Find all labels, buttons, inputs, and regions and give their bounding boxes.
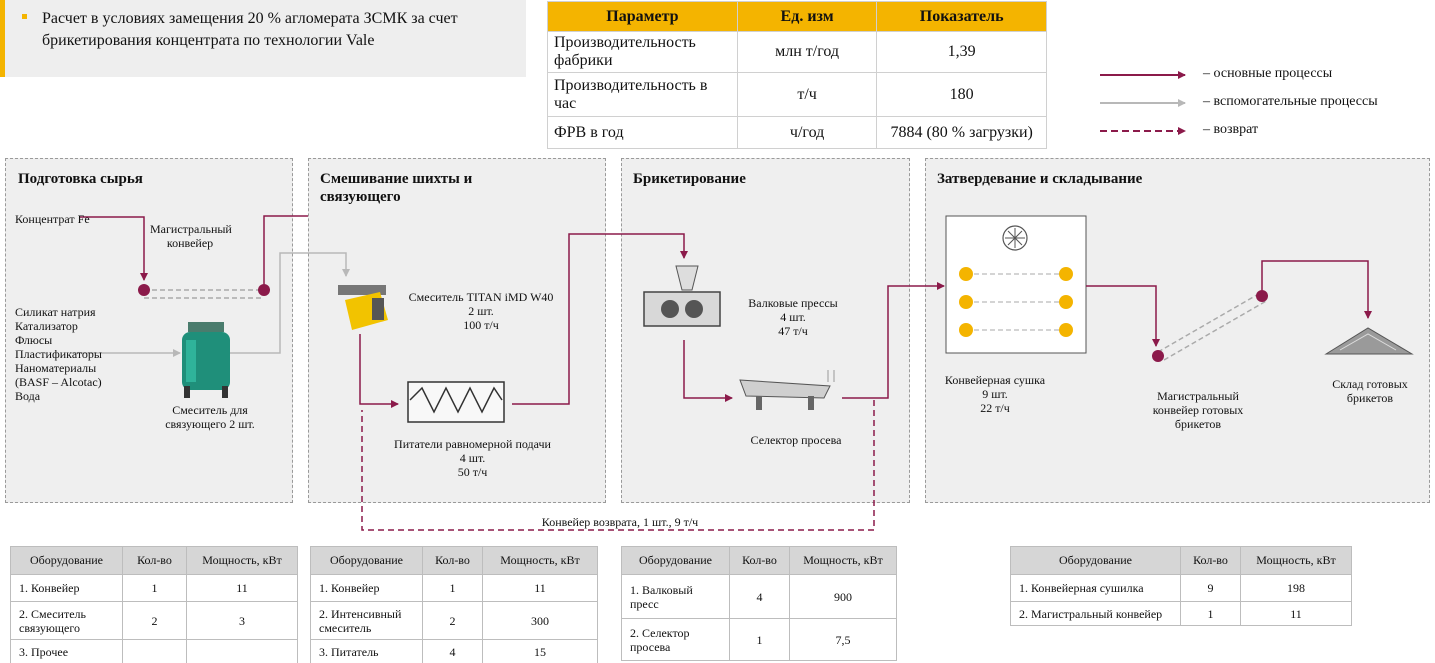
eq-header: Оборудование	[10, 546, 123, 575]
section-briq-title: Брикетирование	[633, 171, 746, 187]
section-mix-title: Смешивание шихты и связующего	[320, 171, 473, 205]
storage-label: Склад готовых брикетов	[1332, 377, 1408, 405]
table-row: 3. Прочее	[10, 639, 298, 663]
section-briq	[621, 158, 910, 503]
equipment-table-briq: Оборудование Кол-во Мощность, кВт 1. Вал…	[621, 546, 897, 661]
unit-header: Ед. изм	[736, 1, 878, 32]
dryer-belts	[959, 267, 1073, 337]
titan-mixer-icon	[338, 285, 388, 330]
eq-header: Оборудование	[310, 546, 423, 575]
table-row: ФРВ в год ч/год 7884 (80 % загрузки)	[547, 116, 1047, 149]
feeder-icon	[407, 381, 505, 423]
additive-item: Флюсы	[15, 333, 53, 347]
concentrate-label: Концентрат Fe	[15, 212, 90, 226]
equipment-table-cure: Оборудование Кол-во Мощность, кВт 1. Кон…	[1010, 546, 1352, 626]
selector-label: Селектор просева	[750, 433, 842, 447]
binder-mixer-icon	[182, 322, 230, 398]
value-cell: 1,39	[876, 31, 1047, 73]
eq-header: Мощность, кВт	[789, 546, 897, 575]
note-box: Расчет в условиях замещения 20 % агломер…	[0, 0, 526, 77]
dryer-to-conveyor-line	[1086, 285, 1160, 347]
conveyor-out-line	[263, 215, 308, 284]
conveyor-to-storage-line	[1261, 260, 1372, 319]
feeder-label: Питатели равномерной подачи 4 шт. 50 т/ч	[394, 437, 551, 479]
section-cure-title: Затвердевание и складывание	[937, 171, 1143, 187]
unit-cell: ч/год	[736, 116, 878, 149]
param-cell: Производительность в час	[547, 72, 738, 117]
unit-cell: т/ч	[736, 72, 878, 117]
conveyor-pulley-icon	[1152, 350, 1164, 362]
mixer-to-feeder-line	[359, 334, 399, 408]
conveyor-pulley-icon	[258, 284, 270, 296]
eq-header: Мощность, кВт	[186, 546, 298, 575]
param-cell: ФРВ в год	[547, 116, 738, 149]
value-cell: 7884 (80 % загрузки)	[876, 116, 1047, 149]
note-text: Расчет в условиях замещения 20 % агломер…	[42, 10, 458, 49]
product-conveyor-belt	[1157, 291, 1263, 353]
unit-cell: млн т/год	[736, 31, 878, 73]
section-prep-title: Подготовка сырья	[18, 171, 143, 187]
additive-item: Пластификаторы	[15, 347, 102, 361]
fan-icon	[1002, 225, 1028, 251]
product-conveyor-belt	[1163, 299, 1269, 361]
param-header: Параметр	[547, 1, 738, 32]
screen-selector-icon	[739, 370, 835, 410]
additives-list: Силикат натрия Катализатор Флюсы Пластиф…	[15, 305, 102, 403]
binder-mixer-label: Смеситель для связующего 2 шт.	[165, 403, 255, 431]
eq-header: Кол-во	[729, 546, 790, 575]
section-mix	[308, 158, 606, 503]
roller-press-icon	[643, 265, 721, 327]
press-to-selector-line	[683, 340, 733, 402]
additive-item: Наноматериалы	[15, 361, 97, 375]
roller-press-label: Валковые прессы 4 шт. 47 т/ч	[748, 296, 838, 338]
param-cell: Производительность фабрики	[547, 31, 738, 73]
legend-aux-label: – вспомогательные процессы	[1203, 94, 1378, 109]
additive-item: Катализатор	[15, 319, 78, 333]
legend-return-label: – возврат	[1203, 122, 1259, 137]
binder-flow-line	[230, 252, 350, 354]
eq-header: Оборудование	[1010, 546, 1181, 575]
eq-header: Кол-во	[122, 546, 187, 575]
concentrate-flow-line	[80, 216, 148, 281]
eq-header: Кол-во	[422, 546, 483, 575]
eq-header: Мощность, кВт	[1240, 546, 1352, 575]
conveyor-pulley-icon	[1256, 290, 1268, 302]
equipment-table-prep: Оборудование Кол-во Мощность, кВт 1. Кон…	[10, 546, 298, 663]
titan-mixer-label: Смеситель TITAN iMD W40 2 шт. 100 т/ч	[408, 290, 554, 332]
dryer-label: Конвейерная сушка 9 шт. 22 т/ч	[944, 373, 1046, 415]
product-conveyor-label: Магистральный конвейер готовых брикетов	[1152, 389, 1244, 431]
selector-to-dryer-line	[842, 282, 945, 399]
main-conveyor-label: Магистральный конвейер	[150, 222, 232, 250]
eq-header: Оборудование	[621, 546, 730, 575]
feeder-to-press-line	[512, 233, 688, 405]
section-prep	[5, 158, 293, 503]
parameter-table: Параметр Ед. изм Показатель Производител…	[547, 1, 1047, 149]
additive-item: Силикат натрия	[15, 305, 96, 319]
equipment-table-mix: Оборудование Кол-во Мощность, кВт 1. Кон…	[310, 546, 598, 663]
return-conveyor-label: Конвейер возврата, 1 шт., 9 т/ч	[541, 515, 699, 529]
table-row: Производительность фабрики млн т/год 1,3…	[547, 31, 1047, 73]
eq-header: Мощность, кВт	[482, 546, 598, 575]
table-row: Производительность в час т/ч 180	[547, 72, 1047, 117]
return-conveyor-line	[361, 400, 875, 531]
briquette-pile-icon	[1324, 327, 1414, 355]
additive-item: (BASF – Alcotac)	[15, 375, 102, 389]
eq-header: Кол-во	[1180, 546, 1241, 575]
bullet-icon	[22, 14, 27, 19]
legend-main-label: – основные процессы	[1203, 66, 1333, 81]
additive-item: Вода	[15, 389, 41, 403]
conveyor-pulley-icon	[138, 284, 150, 296]
